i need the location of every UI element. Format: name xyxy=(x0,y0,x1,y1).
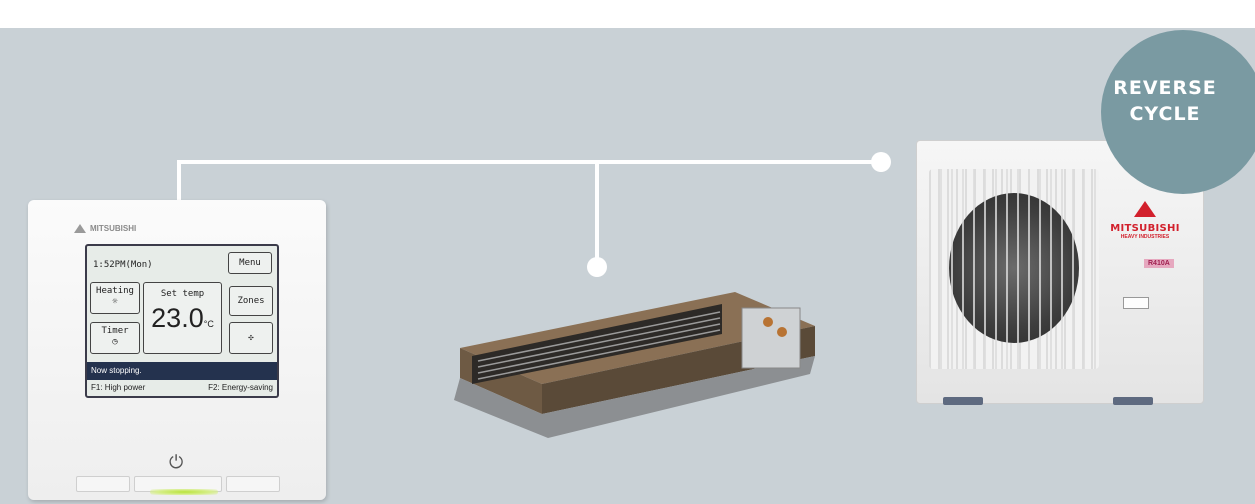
outdoor-grille-bars xyxy=(929,169,1099,369)
set-temp-number: 23.0 xyxy=(151,303,204,333)
outdoor-brand-name: MITSUBISHI xyxy=(1110,223,1180,234)
screen-time: 1:52PM(Mon) xyxy=(93,260,153,270)
heating-label: Heating xyxy=(96,286,134,296)
outdoor-brand: MITSUBISHI HEAVY INDUSTRIES xyxy=(1105,201,1185,240)
duct-control-box xyxy=(741,307,801,369)
duct-bottom-panel xyxy=(454,356,815,438)
product-banner: REVERSE CYCLE MITSUBISHI 1:52PM(Mon) Men… xyxy=(0,28,1255,504)
connection-line-horizontal xyxy=(177,160,882,164)
mitsubishi-logo-icon xyxy=(1134,201,1156,217)
set-temp-label: Set temp xyxy=(160,289,205,299)
timer-label: Timer xyxy=(101,326,129,336)
duct-pipe-connector-2 xyxy=(777,327,787,337)
sun-icon: ☼ xyxy=(112,297,118,307)
connection-line-vertical-mid xyxy=(595,160,599,266)
duct-pipe-connector-1 xyxy=(763,317,773,327)
set-temp-value: 23.0°C xyxy=(144,303,221,334)
wall-controller: MITSUBISHI 1:52PM(Mon) Menu Heating ☼ Ti… xyxy=(28,200,326,500)
fan-icon: ✣ xyxy=(248,333,254,343)
connection-node-indoor xyxy=(587,257,607,277)
status-bar: Now stopping. xyxy=(87,362,277,380)
connection-line-vertical-left xyxy=(177,160,181,202)
set-temp-unit: °C xyxy=(203,319,214,329)
timer-button[interactable]: Timer ◷ xyxy=(90,322,140,354)
menu-button[interactable]: Menu xyxy=(228,252,272,274)
f1-label: F1: High power xyxy=(91,383,146,392)
f1-hardware-button[interactable] xyxy=(76,476,130,492)
reverse-cycle-badge: REVERSE CYCLE xyxy=(1101,30,1255,194)
zones-button[interactable]: Zones xyxy=(229,286,273,316)
fan-speed-button[interactable]: ✣ xyxy=(229,322,273,354)
duct-grille-fins xyxy=(477,311,721,380)
service-handle xyxy=(1123,297,1149,309)
outdoor-foot-left xyxy=(943,397,983,405)
controller-brand: MITSUBISHI xyxy=(74,224,136,233)
refrigerant-label: R410A xyxy=(1144,259,1174,268)
function-keys-legend: F1: High power F2: Energy-saving xyxy=(91,383,273,392)
power-icon[interactable]: ⏻ xyxy=(169,452,184,472)
status-led xyxy=(150,489,218,495)
controller-screen: 1:52PM(Mon) Menu Heating ☼ Timer ◷ Set t… xyxy=(85,244,279,398)
outdoor-foot-right xyxy=(1113,397,1153,405)
mitsubishi-logo-icon xyxy=(74,224,86,233)
f2-hardware-button[interactable] xyxy=(226,476,280,492)
heating-mode-button[interactable]: Heating ☼ xyxy=(90,282,140,314)
clock-icon: ◷ xyxy=(112,337,118,347)
f2-label: F2: Energy-saving xyxy=(208,383,273,392)
badge-line-2: CYCLE xyxy=(1129,103,1201,125)
outdoor-brand-sub: HEAVY INDUSTRIES xyxy=(1120,234,1170,240)
set-temp-button[interactable]: Set temp 23.0°C xyxy=(143,282,222,354)
controller-brand-text: MITSUBISHI xyxy=(90,224,137,233)
badge-line-1: REVERSE xyxy=(1113,77,1217,99)
connection-node-outdoor xyxy=(871,152,891,172)
ducted-indoor-unit xyxy=(454,292,815,438)
outdoor-unit: MITSUBISHI HEAVY INDUSTRIES R410A xyxy=(916,140,1204,405)
